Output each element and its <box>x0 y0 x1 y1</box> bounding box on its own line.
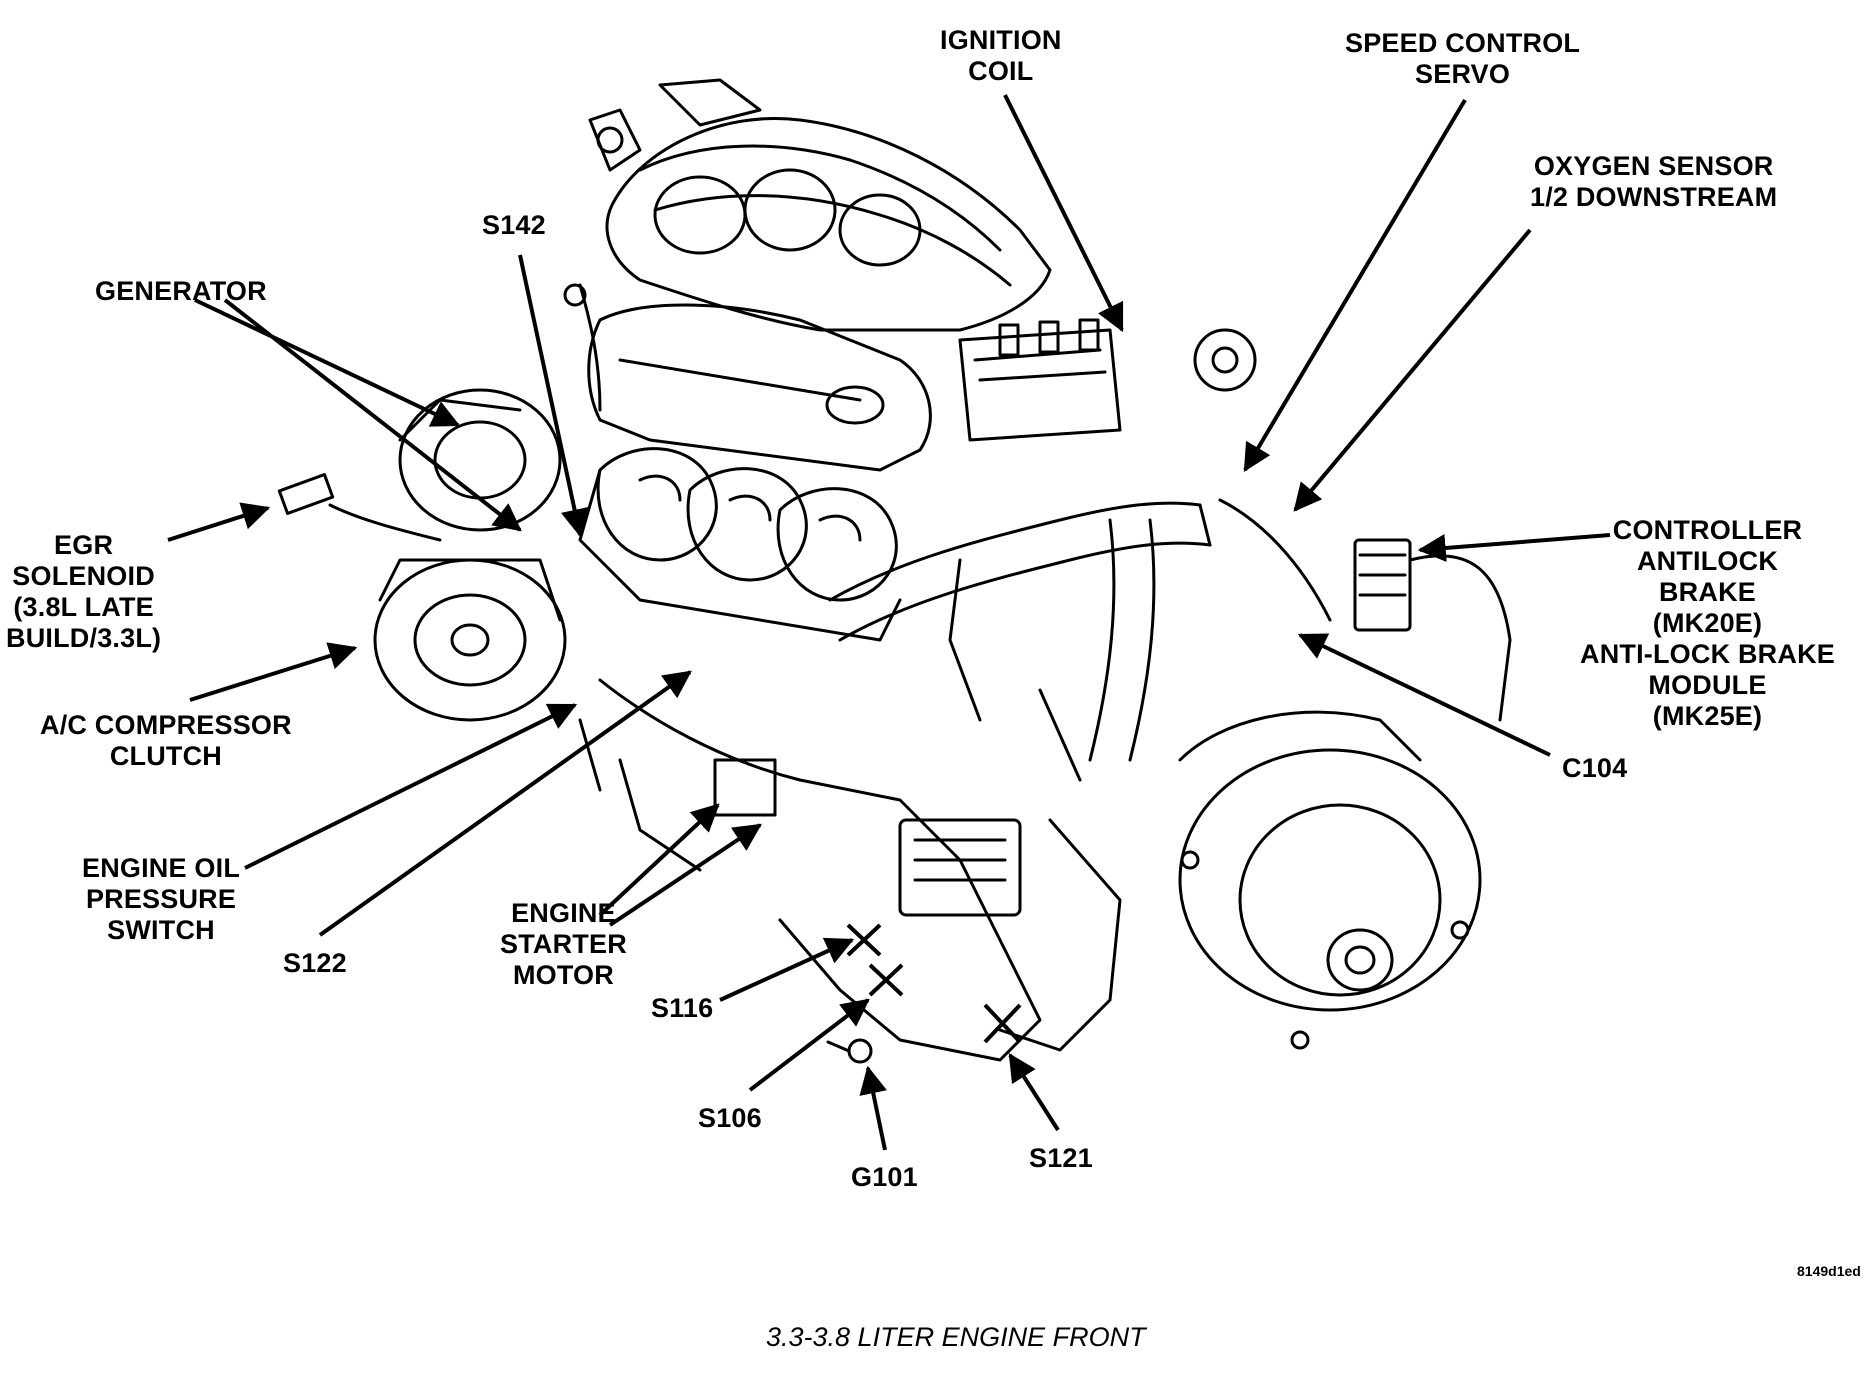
label-s121: S121 <box>1029 1143 1093 1174</box>
arrow-s116 <box>719 937 855 1002</box>
label-oxygen-sensor-line1: OXYGEN SENSOR <box>1533 151 1774 181</box>
arrow-speed-control-servo <box>1243 98 1467 473</box>
splice-mark-s116 <box>846 923 882 957</box>
label-egr-line2: SOLENOID <box>12 561 155 591</box>
label-controller-antilock-brake: CONTROLLER ANTILOCK BRAKE (MK20E) ANTI-L… <box>1580 515 1835 732</box>
arrow-ac-clutch <box>189 642 358 702</box>
figure-code: 8149d1ed <box>1797 1263 1861 1279</box>
label-s142: S142 <box>482 210 546 241</box>
arrow-ignition-coil <box>1003 94 1124 333</box>
label-ignition-coil: IGNITION COIL <box>940 25 1062 87</box>
label-speed-control-servo: SPEED CONTROL SERVO <box>1345 28 1580 90</box>
arrow-s106 <box>748 998 870 1092</box>
intake-manifold <box>588 78 1052 332</box>
label-engine-starter-motor: ENGINE STARTER MOTOR <box>500 898 627 991</box>
label-egr-solenoid: EGR SOLENOID (3.8L LATE BUILD/3.3L) <box>6 530 161 654</box>
label-controller-line2: ANTILOCK <box>1636 546 1779 576</box>
label-c104: C104 <box>1562 753 1627 784</box>
engine-block-lower <box>578 678 1042 1062</box>
label-engine-oil-pressure-switch: ENGINE OIL PRESSURE SWITCH <box>82 853 240 946</box>
label-s116-text: S116 <box>651 993 714 1023</box>
arrow-starter-2 <box>608 823 762 927</box>
arrow-generator-2 <box>223 298 522 532</box>
arrow-s142 <box>518 254 589 538</box>
label-g101-text: G101 <box>851 1162 918 1192</box>
splice-mark-s106 <box>868 963 904 997</box>
ac-compressor <box>373 558 567 722</box>
label-oxygen-sensor-line2: 1/2 DOWNSTREAM <box>1530 182 1778 212</box>
arrow-oxygen-sensor <box>1293 228 1532 512</box>
label-egr-line1: EGR <box>54 530 114 560</box>
label-s142-text: S142 <box>482 210 546 240</box>
label-controller-line3: BRAKE <box>1658 577 1756 607</box>
label-s116: S116 <box>651 993 713 1024</box>
arrow-starter-1 <box>598 803 720 917</box>
label-generator-text: GENERATOR <box>95 276 267 306</box>
label-s122: S122 <box>283 948 347 979</box>
egr-connector <box>277 473 442 542</box>
label-oil-line2: PRESSURE <box>85 884 237 914</box>
arrow-egr <box>167 502 271 542</box>
misc-components <box>563 283 1512 1052</box>
label-controller-line7: (MK25E) <box>1652 701 1763 731</box>
arrow-generator-1 <box>194 298 461 427</box>
arrow-s121 <box>1008 1053 1060 1132</box>
label-starter-line1: ENGINE <box>511 898 616 928</box>
label-controller-line1: CONTROLLER <box>1612 515 1803 545</box>
hoses <box>828 498 1332 762</box>
label-controller-line5: ANTI-LOCK BRAKE <box>1580 639 1835 669</box>
arrow-controller <box>1417 533 1611 562</box>
arrow-c104 <box>1297 633 1551 757</box>
label-s106-text: S106 <box>698 1103 762 1133</box>
transaxle <box>1178 710 1482 1050</box>
ground-terminal <box>826 1038 873 1064</box>
label-speed-control-servo-line1: SPEED CONTROL <box>1345 28 1581 58</box>
label-ignition-coil-line1: IGNITION <box>940 25 1062 55</box>
label-controller-line6: MODULE <box>1648 670 1767 700</box>
label-controller-line4: (MK20E) <box>1652 608 1763 638</box>
label-ac-line2: CLUTCH <box>109 741 222 771</box>
label-starter-line2: STARTER <box>500 929 627 959</box>
cylinder-head <box>587 303 932 472</box>
label-ac-line1: A/C COMPRESSOR <box>40 710 292 740</box>
label-ignition-coil-line2: COIL <box>968 56 1034 86</box>
label-egr-line3: (3.8L LATE <box>13 592 154 622</box>
label-generator: GENERATOR <box>95 276 267 307</box>
label-oil-line1: ENGINE OIL <box>82 853 241 883</box>
splice-mark-s121 <box>983 1003 1022 1044</box>
label-ac-compressor-clutch: A/C COMPRESSOR CLUTCH <box>40 710 292 772</box>
label-oxygen-sensor: OXYGEN SENSOR 1/2 DOWNSTREAM <box>1530 151 1777 213</box>
label-speed-control-servo-line2: SERVO <box>1415 59 1511 89</box>
label-s122-text: S122 <box>283 948 347 978</box>
label-g101: G101 <box>851 1162 918 1193</box>
label-oil-line3: SWITCH <box>107 915 215 945</box>
label-s106: S106 <box>698 1103 762 1134</box>
coil-pack <box>958 318 1122 442</box>
label-c104-text: C104 <box>1562 753 1628 783</box>
arrow-oil-pressure <box>244 703 578 870</box>
label-s121-text: S121 <box>1029 1143 1093 1173</box>
label-starter-line3: MOTOR <box>512 960 614 990</box>
arrow-s122 <box>318 670 692 937</box>
arrow-g101 <box>859 1065 887 1151</box>
figure-caption: 3.3-3.8 LITER ENGINE FRONT <box>766 1322 1146 1352</box>
label-egr-line4: BUILD/3.3L) <box>6 623 162 653</box>
